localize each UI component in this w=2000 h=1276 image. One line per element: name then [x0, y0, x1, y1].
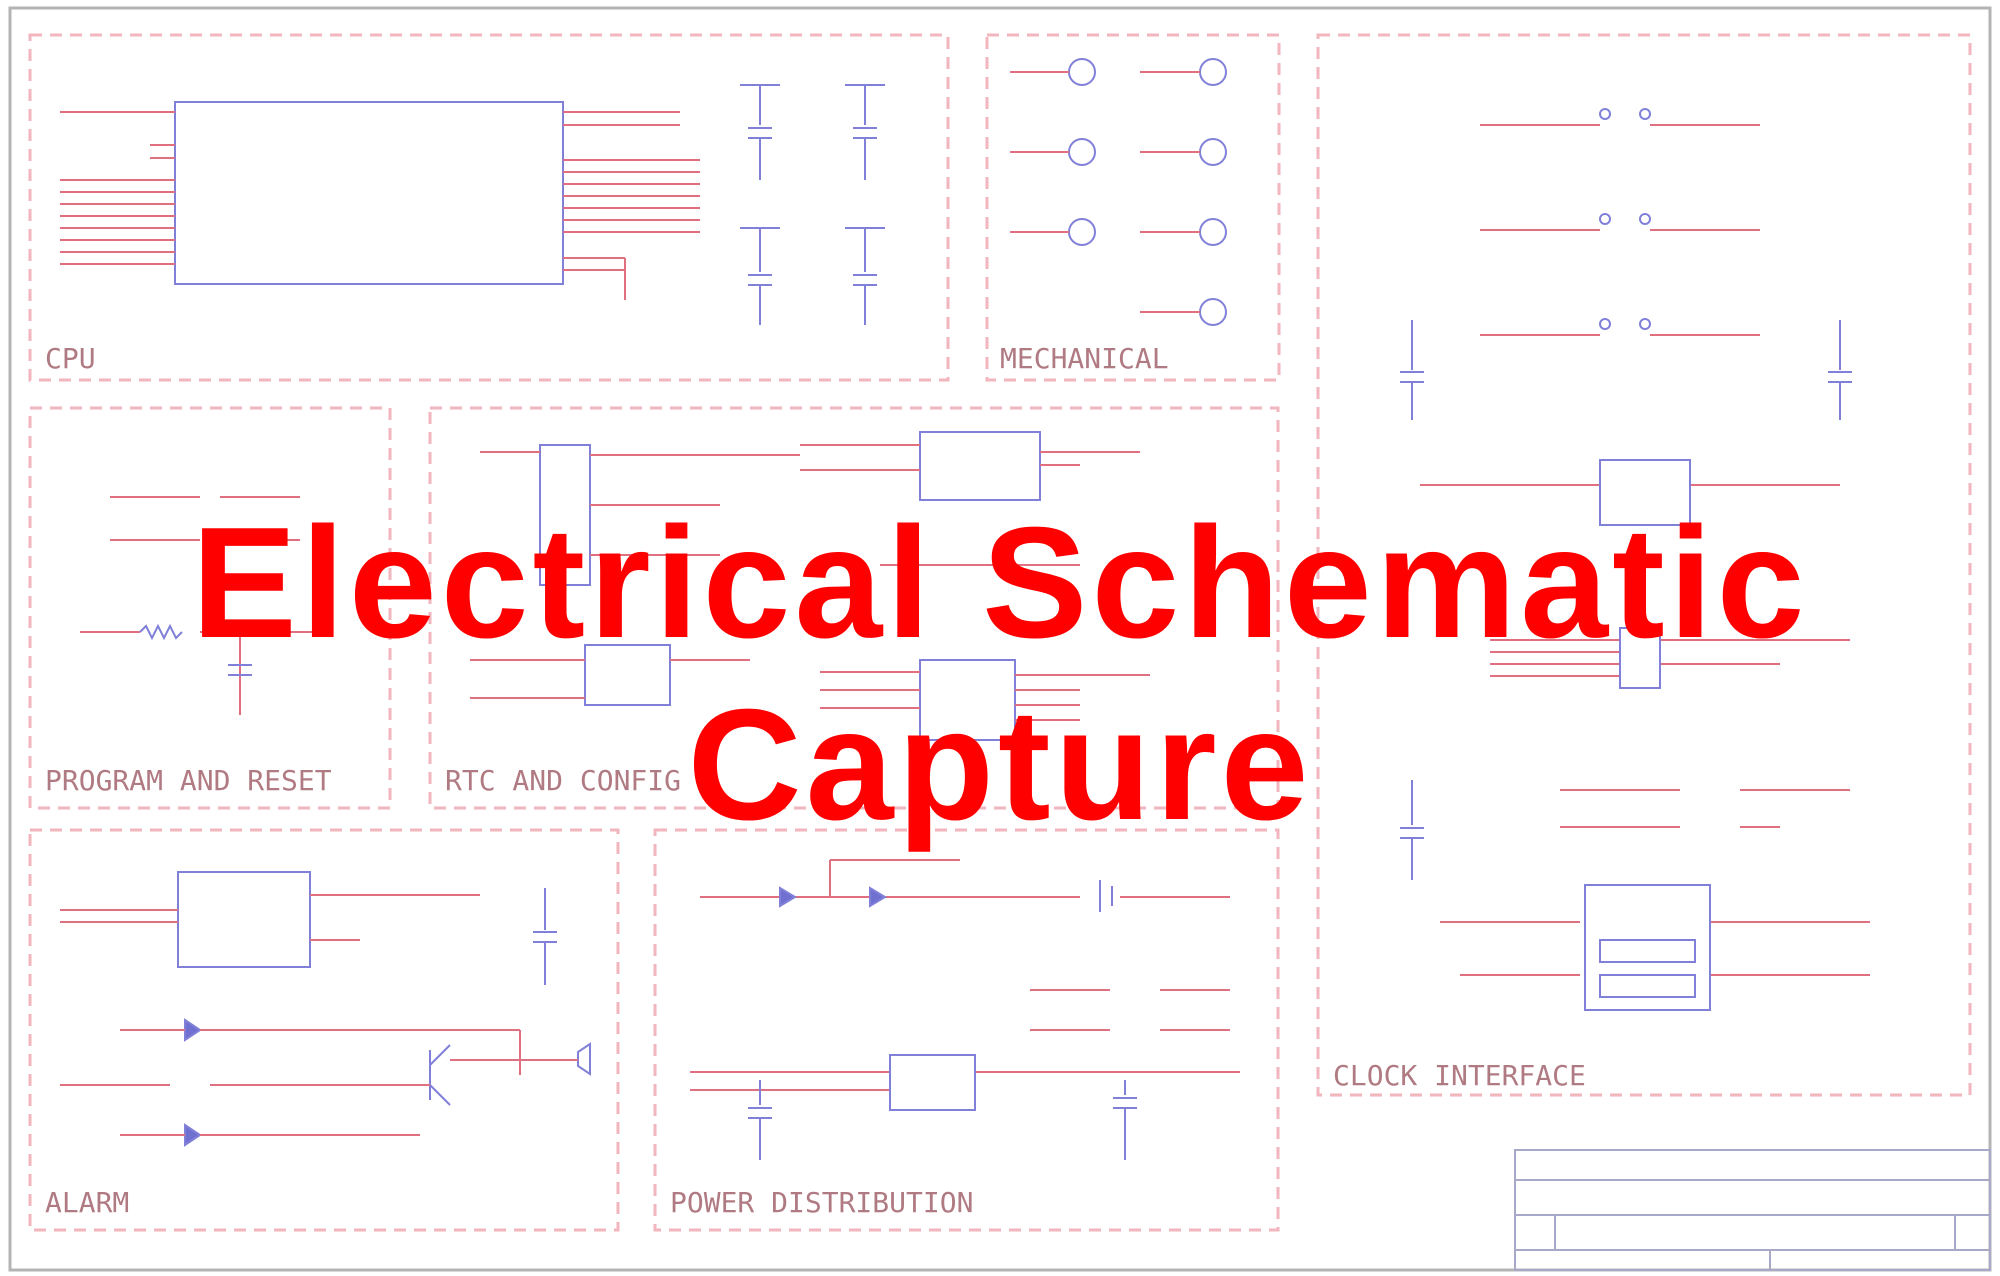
clock-interface-section-border: [1316, 33, 1972, 1097]
power-distribution-circuit: [690, 859, 1240, 1160]
mechanical-circuit: [1010, 58, 1227, 326]
config-chip: [919, 659, 1016, 741]
program-reset-circuit: [80, 496, 320, 715]
rtc-config-section-border: [428, 406, 1280, 810]
relay-block: [539, 444, 591, 586]
title-block: [1514, 1149, 1991, 1271]
buzzer-icon: [577, 1042, 591, 1076]
clock-interface-circuit: [1400, 108, 1870, 1011]
section-label-mechanical: MECHANICAL: [1000, 342, 1169, 375]
cpu-section-border: [28, 33, 950, 382]
power-regulator-chip: [889, 1054, 976, 1111]
section-label-program-reset: PROGRAM AND RESET: [45, 764, 332, 797]
regulator-chip: [584, 644, 671, 706]
clock-chip: [1599, 459, 1691, 526]
rtc-config-circuit: [470, 431, 1150, 741]
section-label-power-distribution: POWER DISTRIBUTION: [670, 1186, 973, 1219]
alarm-chip: [177, 871, 311, 968]
power-distribution-section-border: [653, 828, 1280, 1232]
section-label-clock-interface: CLOCK INTERFACE: [1333, 1059, 1586, 1092]
mechanical-section-border: [985, 33, 1281, 382]
sheet-border: [8, 6, 1992, 1272]
alarm-section-border: [28, 828, 620, 1232]
rtc-chip: [919, 431, 1041, 501]
cpu-circuit: [60, 84, 885, 325]
section-label-alarm: ALARM: [45, 1186, 129, 1219]
section-label-cpu: CPU: [45, 342, 96, 375]
section-label-rtc-config: RTC AND CONFIG: [445, 764, 681, 797]
alarm-circuit: [60, 871, 591, 1147]
program-reset-section-border: [28, 406, 392, 810]
connector-chip: [1619, 627, 1661, 689]
cpu-chip: [174, 101, 564, 285]
oscillator-module: [1584, 884, 1711, 1011]
